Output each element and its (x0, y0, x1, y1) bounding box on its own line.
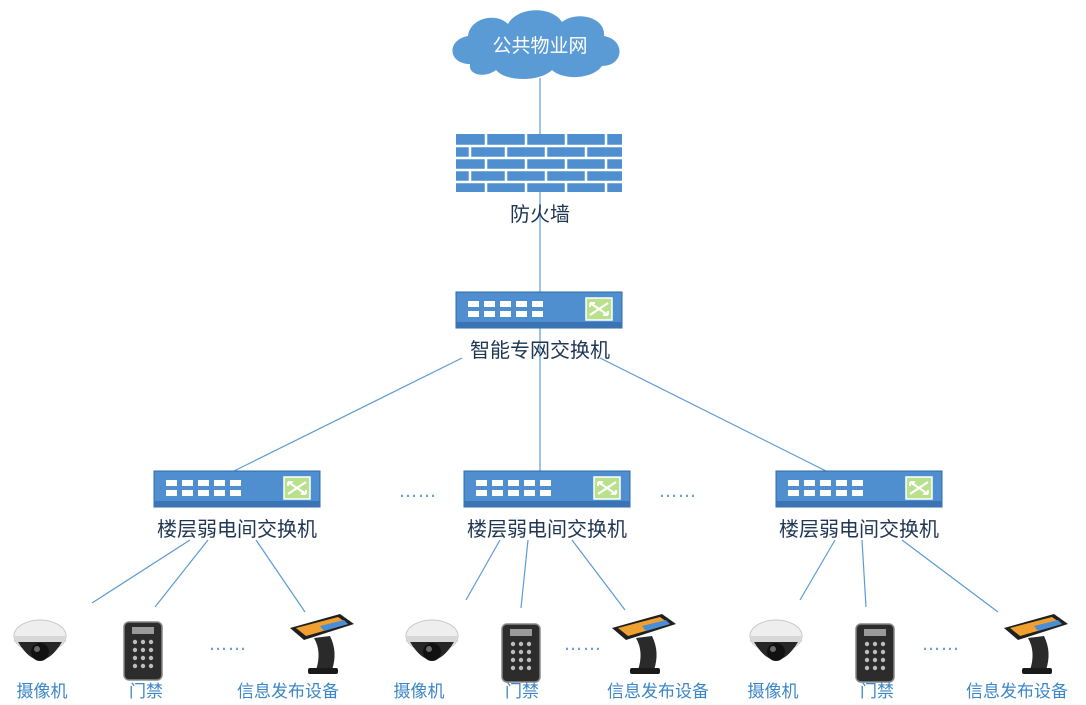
floor-switch-1: 楼层弱电间交换机 (152, 469, 322, 541)
link-floor3-access (861, 539, 867, 608)
camera-label: 摄像机 (748, 682, 799, 702)
device-ellipsis: …… (564, 634, 602, 655)
core-switch-node: 智能专网交换机 (454, 290, 624, 362)
access-label: 门禁 (505, 682, 539, 702)
keypad-icon (501, 623, 541, 683)
floor-switch-3: 楼层弱电间交换机 (774, 469, 944, 541)
link-floor2-access (520, 539, 529, 609)
cloud-label: 公共物业网 (492, 35, 587, 57)
switch-icon (454, 290, 624, 330)
access-label: 门禁 (129, 682, 163, 702)
link-floor3-camera (799, 539, 836, 601)
firewall-node: 防火墙 (456, 134, 622, 226)
camera-label: 摄像机 (17, 682, 68, 702)
device-ellipsis: …… (922, 634, 960, 655)
link-core-floor-3 (599, 357, 831, 474)
dome-camera-icon (405, 619, 459, 662)
device-group-1: …… 摄像机 门禁 信息发布设备 (13, 614, 354, 702)
keypad-icon (855, 623, 895, 683)
floor-switch-label: 楼层弱电间交换机 (157, 517, 317, 541)
link-floor3-display (901, 539, 999, 613)
link-core-floor-1 (229, 357, 463, 474)
kiosk-display-icon (612, 614, 676, 674)
device-ellipsis: …… (209, 634, 247, 655)
firewall-label: 防火墙 (510, 202, 570, 226)
display-label: 信息发布设备 (966, 682, 1068, 702)
ellipsis-floor-right: …… (659, 481, 697, 502)
core-switch-label: 智能专网交换机 (470, 338, 610, 362)
display-label: 信息发布设备 (237, 682, 339, 702)
display-label: 信息发布设备 (607, 682, 709, 702)
link-floor1-camera (91, 539, 191, 604)
ellipsis-floor-left: …… (399, 481, 437, 502)
kiosk-display-icon (290, 614, 354, 674)
floor-switch-label: 楼层弱电间交换机 (467, 517, 627, 541)
floor-switch-label: 楼层弱电间交换机 (779, 517, 939, 541)
cloud-icon (452, 10, 620, 79)
switch-icon (462, 469, 632, 509)
keypad-icon (123, 621, 163, 681)
link-floor1-display (255, 539, 306, 613)
switch-icon (774, 469, 944, 509)
link-floor1-access (154, 539, 209, 608)
switch-icon (152, 469, 322, 509)
dome-camera-icon (13, 619, 67, 662)
camera-label: 摄像机 (394, 682, 445, 702)
connection-lines (91, 78, 999, 613)
device-group-3: …… 摄像机 门禁 信息发布设备 (748, 614, 1068, 702)
device-group-2: …… 摄像机 门禁 信息发布设备 (394, 614, 709, 702)
link-floor2-display (571, 539, 626, 611)
link-floor2-camera (465, 539, 501, 601)
access-label: 门禁 (860, 682, 894, 702)
public-network-cloud: 公共物业网 (452, 10, 620, 79)
dome-camera-icon (749, 619, 803, 662)
kiosk-display-icon (1004, 614, 1068, 674)
firewall-brick-icon (456, 134, 622, 192)
floor-switch-2: 楼层弱电间交换机 (462, 469, 632, 541)
